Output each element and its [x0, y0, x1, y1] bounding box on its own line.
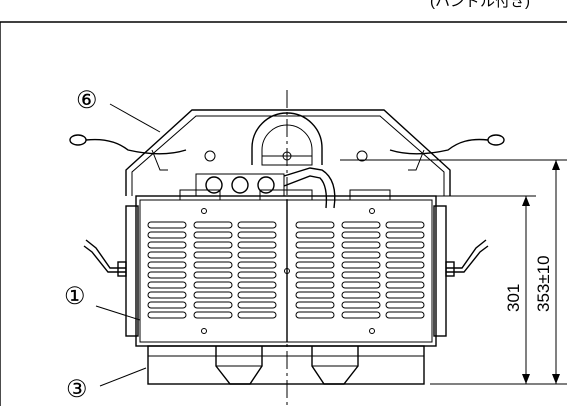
grill-slot [295, 221, 335, 229]
grill-slot [341, 221, 381, 229]
ventilation-grill [147, 221, 425, 319]
svg-text:③: ③ [66, 376, 88, 403]
bolt-icon [204, 150, 216, 162]
side-handle-left [83, 239, 127, 277]
grill-slot [341, 281, 381, 289]
grill-slot [385, 311, 425, 319]
grill-slot [341, 251, 381, 259]
grill-slot [385, 251, 425, 259]
grill-slot [385, 261, 425, 269]
grill-slot [147, 241, 187, 249]
grill-slot [295, 281, 335, 289]
grill-slot [147, 261, 187, 269]
dimension-353-label: 353±10 [534, 255, 553, 312]
grill-slot [295, 301, 335, 309]
grill-slot [237, 301, 277, 309]
grill-slot [237, 241, 277, 249]
grill-slot [147, 231, 187, 239]
grill-slot [147, 281, 187, 289]
grill-slot [147, 291, 187, 299]
side-handle-right [445, 239, 489, 277]
callout-3: ③ [66, 367, 147, 403]
grill-slot [341, 241, 381, 249]
grill-slot [237, 231, 277, 239]
grill-slot [147, 311, 187, 319]
grill-slot [193, 241, 233, 249]
dimension-301-label: 301 [504, 284, 523, 312]
wire-rope-left [69, 134, 187, 155]
grill-slot [237, 311, 277, 319]
grill-slot [295, 231, 335, 239]
dimension-301: 301 [404, 195, 536, 385]
grill-slot [385, 231, 425, 239]
grill-slot [193, 291, 233, 299]
header-text: (ハンドル付き) [430, 0, 530, 10]
grill-slot [193, 231, 233, 239]
wire-rope-right [389, 134, 505, 155]
grill-slot [237, 291, 277, 299]
grill-slot [341, 271, 381, 279]
grill-slot [341, 231, 381, 239]
grill-slot [193, 271, 233, 279]
grill-slot [147, 271, 187, 279]
grill-slot [385, 291, 425, 299]
bolt-icon [356, 150, 368, 162]
grill-slot [341, 291, 381, 299]
grill-slot [193, 251, 233, 259]
grill-slot [385, 301, 425, 309]
grill-slot [237, 271, 277, 279]
grill-slot [341, 311, 381, 319]
grill-slot [385, 221, 425, 229]
callout-6: ⑥ [76, 87, 161, 133]
grill-slot [295, 241, 335, 249]
grill-slot [295, 251, 335, 259]
grill-slot [193, 301, 233, 309]
grill-slot [385, 241, 425, 249]
dimension-353: 353±10 [340, 159, 567, 385]
grill-slot [295, 271, 335, 279]
grill-slot [147, 251, 187, 259]
top-cover [125, 109, 451, 196]
grill-slot [193, 221, 233, 229]
grill-slot [295, 291, 335, 299]
grill-slot [193, 281, 233, 289]
grill-slot [237, 221, 277, 229]
svg-text:⑥: ⑥ [76, 87, 98, 114]
grill-slot [237, 261, 277, 269]
grill-slot [341, 261, 381, 269]
grill-slot [193, 261, 233, 269]
grill-slot [341, 301, 381, 309]
grill-slot [147, 301, 187, 309]
grill-slot [193, 311, 233, 319]
lifting-handle [251, 112, 323, 165]
grill-slot [295, 311, 335, 319]
grill-slot [385, 271, 425, 279]
callout-1: ① [64, 283, 141, 321]
grill-slot [237, 281, 277, 289]
grill-slot [295, 261, 335, 269]
base [147, 345, 425, 385]
svg-text:①: ① [64, 283, 86, 310]
grill-slot [385, 281, 425, 289]
cable-connectors [195, 167, 336, 209]
grill-slot [147, 221, 187, 229]
grill-slot [237, 251, 277, 259]
